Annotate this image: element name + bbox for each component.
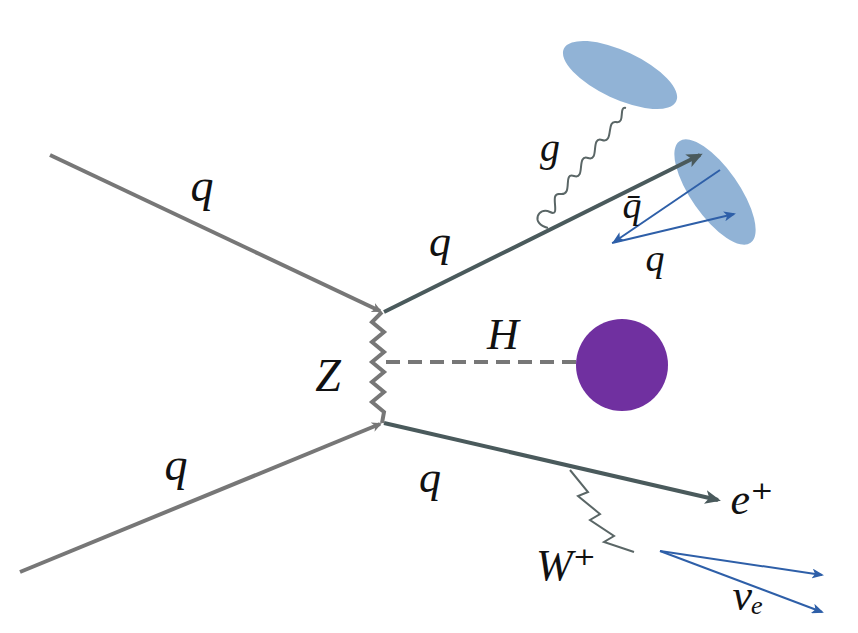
particle-label: e⁺ [731, 478, 774, 522]
feynman-region: gqq̄qHqe⁺W⁺νₑ [395, 0, 858, 633]
particle-label: W⁺ [536, 544, 596, 588]
particle-label: g [540, 128, 560, 168]
particle-label: q [191, 163, 214, 209]
particle-label: q [429, 220, 451, 264]
particle-label: q [165, 442, 188, 488]
particle-label: q̄ [623, 186, 642, 224]
particle-label: H [487, 313, 519, 357]
region-outline [395, 0, 858, 633]
particle-label: q [419, 456, 441, 500]
particle-label: νₑ [732, 574, 763, 618]
particle-label: Z [315, 353, 341, 399]
particle-label: q [646, 239, 665, 277]
